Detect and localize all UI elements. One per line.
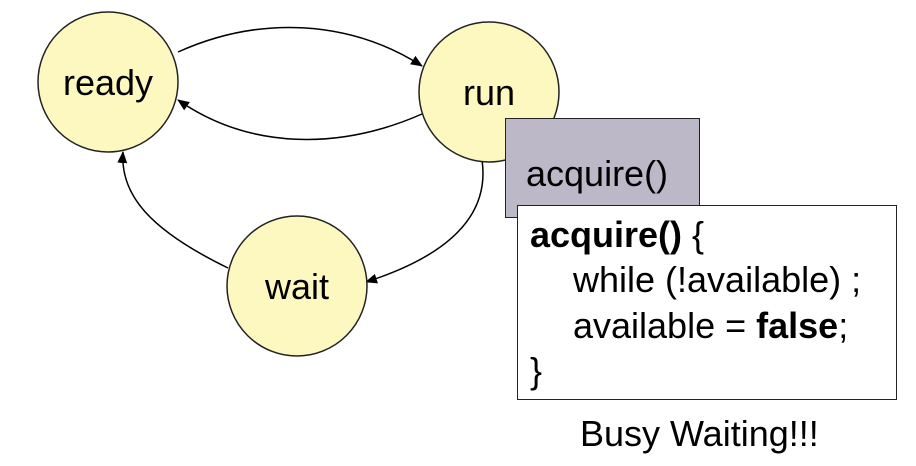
state-wait-label: wait (264, 266, 329, 307)
code-line-3: available = false; (573, 305, 848, 347)
acquire-tab-label: acquire() (526, 153, 669, 194)
edge-wait-to-ready (117, 151, 229, 269)
state-ready-circle (37, 11, 179, 153)
code-while-loop: while (!available) ; (573, 259, 862, 300)
busy-waiting-caption: Busy Waiting!!! (580, 413, 819, 454)
edge-run-to-ready (177, 99, 423, 141)
code-close-brace: } (530, 350, 543, 391)
state-wait-circle (226, 215, 368, 357)
acquire-tab: acquire() (505, 118, 700, 218)
code-line-1: acquire() { (530, 214, 704, 256)
code-box: acquire() { while (!available) ; availab… (517, 205, 897, 400)
state-run-label: run (463, 72, 515, 113)
edge-ready-to-run (177, 26, 423, 67)
code-semicolon: ; (838, 305, 849, 346)
edge-run-to-wait (365, 159, 484, 284)
state-ready-label: ready (63, 62, 153, 103)
code-line-2: while (!available) ; (573, 259, 861, 301)
code-acquire-keyword: acquire() (530, 214, 683, 255)
code-false-keyword: false (756, 305, 839, 346)
code-open-brace: { (682, 214, 705, 255)
code-line-4: } (530, 350, 542, 392)
code-available-assign: available = (573, 305, 757, 346)
state-ready: ready (37, 11, 179, 153)
state-wait: wait (226, 215, 368, 357)
